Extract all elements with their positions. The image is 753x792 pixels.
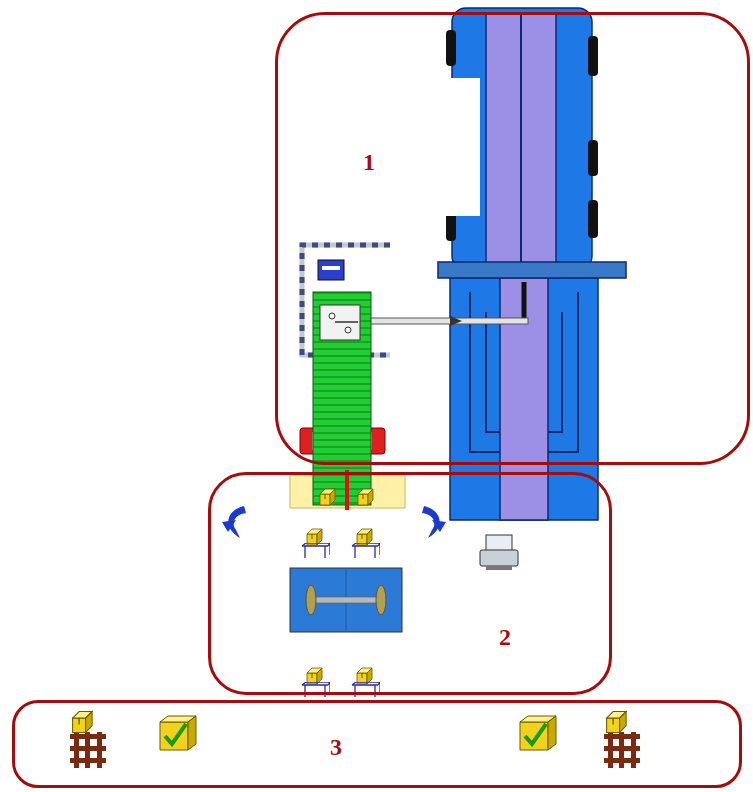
region-box: 3: [12, 700, 742, 788]
callout-number: 2: [499, 625, 511, 649]
callout-number: 1: [363, 150, 375, 174]
callout-number: 3: [330, 735, 342, 759]
region-box: 1: [275, 12, 750, 465]
region-box: 2: [208, 472, 612, 695]
